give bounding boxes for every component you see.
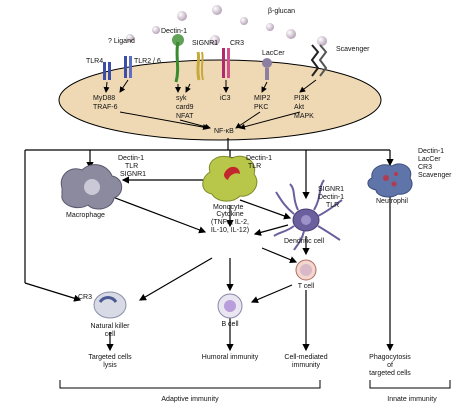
beta-glucan-particles: [126, 5, 327, 46]
monocyte-cell: [202, 155, 258, 202]
neutrophil-receptor-scavenger: Scavenger: [418, 172, 452, 179]
label-card9: card9: [176, 104, 194, 111]
outcome-humoral: Humoral immunity: [201, 354, 259, 361]
label-pi3k: PI3K: [294, 95, 310, 102]
t-cell-label: T cell: [297, 283, 315, 290]
receptor-tlr2-6: [124, 56, 132, 78]
nk-receptor-cr3: CR3: [78, 294, 93, 301]
neutrophil-receptor-dectin1: Dectin-1: [418, 148, 445, 155]
label-signr1-receptor: SIGNR1: [192, 40, 219, 47]
label-myd88: MyD88: [93, 95, 116, 102]
outcome-phagocytosis-line1: Phagocytosis: [369, 354, 411, 361]
outcome-targeted-lysis-line1: Targeted cells: [88, 354, 132, 361]
label-pkc: PKC: [254, 104, 269, 111]
footer-innate-immunity: Innate immunity: [387, 396, 437, 403]
signaling-arrows: [103, 79, 317, 131]
macrophage-receptor-dectin1: Dectin-1: [118, 155, 145, 162]
outcome-targeted-lysis-line2: lysis: [103, 362, 117, 369]
dendritic-cell: [273, 179, 343, 251]
dendritic-label: Dendritic cell: [284, 238, 325, 245]
macrophage-receptor-signr1: SIGNR1: [120, 171, 147, 178]
label-tlr4: TLR4: [86, 58, 104, 65]
monocyte-label: Monocyte: [213, 204, 244, 211]
label-syk: syk: [176, 95, 187, 102]
macrophage-cell: [60, 164, 123, 210]
footer-adaptive-immunity: Adaptive immunity: [161, 396, 219, 403]
label-laccer-receptor: LacCer: [262, 50, 285, 57]
outcome-cell-mediated-line2: immunity: [291, 362, 320, 369]
neutrophil-receptor-cr3: CR3: [418, 164, 433, 171]
cytokine-list-line2: IL-10, IL-12): [210, 227, 250, 234]
neutrophil-cell: [367, 163, 413, 198]
cell-membrane: [58, 59, 382, 141]
branch-lines: [24, 138, 394, 352]
label-scavenger-receptor: Scavenger: [336, 46, 370, 53]
nk-label-line1: Natural killer: [90, 323, 130, 330]
monocyte-receptor-dectin1: Dectin-1: [246, 155, 273, 162]
receptor-scavenger: [310, 44, 328, 77]
dendritic-receptor-tlr: TLR: [326, 202, 340, 209]
label-ligand: ? Ligand: [108, 38, 135, 45]
receptor-cr3: [222, 48, 230, 78]
neutrophil-label: Neutrophil: [376, 198, 408, 205]
dendritic-receptor-dectin1: Dectin-1: [318, 194, 345, 201]
outcome-cell-mediated-line1: Cell-mediated: [284, 354, 328, 361]
outcome-phagocytosis-line2: of: [387, 362, 393, 369]
cytokine-list-line1: (TNFα, IL-2,: [211, 219, 249, 226]
monocyte-receptor-tlr: TLR: [248, 163, 262, 170]
label-mapk: MAPK: [294, 113, 314, 120]
receptor-signr1: [196, 51, 204, 81]
cytokine-label: Cytokine: [216, 211, 244, 218]
outcome-phagocytosis-line3: targeted cells: [369, 370, 411, 377]
receptor-dectin1: [172, 34, 184, 83]
nk-cell: [93, 291, 127, 319]
macrophage-receptor-tlr: TLR: [125, 163, 139, 170]
b-cell-label: B cell: [221, 321, 239, 328]
label-traf6: TRAF-6: [93, 104, 118, 111]
label-akt: Akt: [294, 104, 305, 111]
receptor-laccer: [262, 58, 272, 80]
label-ic3: iC3: [220, 95, 231, 102]
t-cell: [295, 259, 317, 281]
dendritic-receptor-signr1: SIGNR1: [318, 186, 345, 193]
label-mip2: MIP2: [254, 95, 271, 102]
label-nfkb: NF-κB: [214, 128, 234, 135]
label-nfat: NFAT: [176, 113, 194, 120]
nk-label-line2: cell: [104, 331, 116, 338]
footer-brackets: [59, 380, 451, 389]
label-cr3-receptor: CR3: [230, 40, 245, 47]
macrophage-label: Macrophage: [66, 212, 105, 219]
label-dectin1-receptor: Dectin-1: [161, 28, 188, 35]
receptor-tlr4: [103, 62, 111, 80]
label-beta-glucan: β-glucan: [268, 8, 295, 15]
label-tlr2-6: TLR2 / 6: [134, 58, 161, 65]
neutrophil-receptor-laccer: LacCer: [418, 156, 441, 163]
b-cell: [217, 293, 243, 319]
